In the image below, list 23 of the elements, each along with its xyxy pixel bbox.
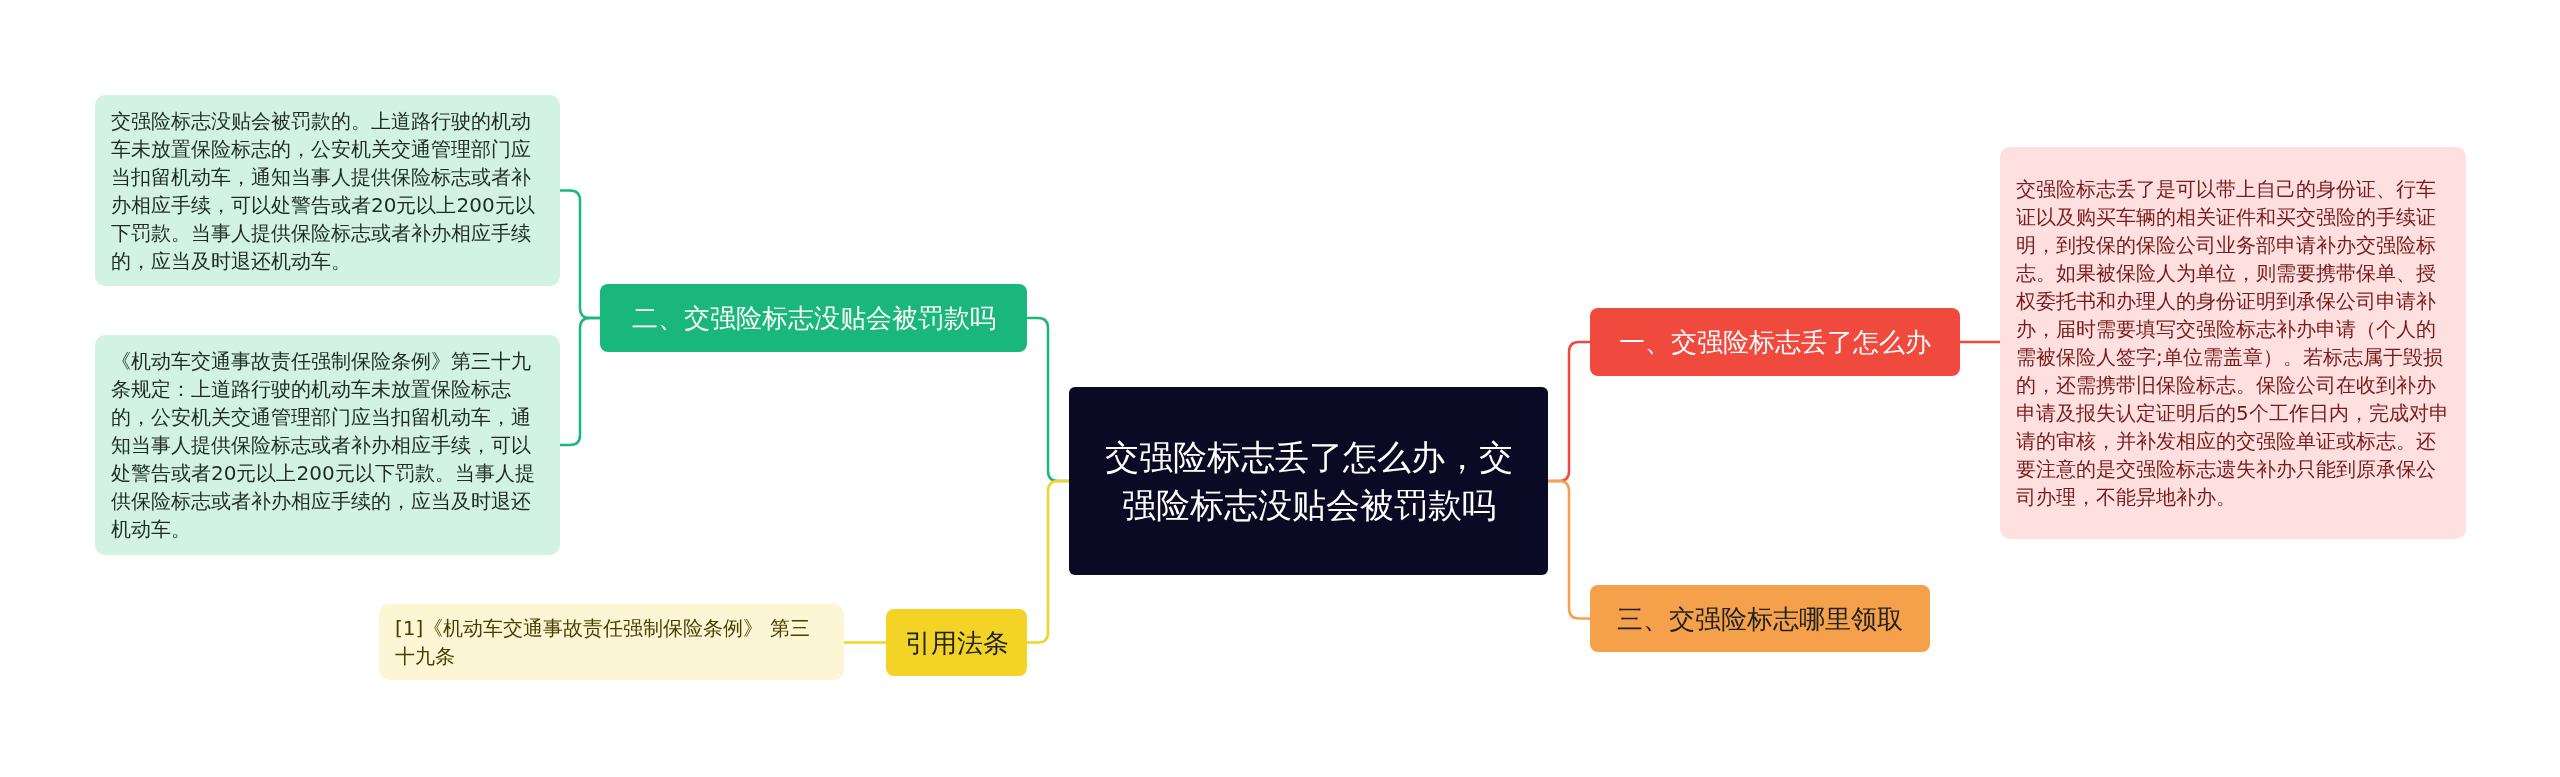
detail-card bbox=[2000, 147, 2466, 539]
branch-topic bbox=[1590, 585, 1930, 652]
connector-line bbox=[1960, 340, 2000, 344]
topic-text: 交强险标志没贴会被罚款的。上道路行驶的机动车未放置保险标志的，公安机关交通管理部门应当扣留机动车，通知当事人提供保险标志或者补办相应手续，可以处警告或者20元以上200元以下罚款。当事人提供保险标志或者补办相应手续的，应当及时退还机动车。 bbox=[111, 107, 536, 275]
topic-text: 引用法条 bbox=[904, 626, 1009, 660]
connector-line bbox=[1027, 479, 1069, 644]
topic-text: 交强险标志丢了是可以带上自己的身份证、行车证以及购买车辆的相关证件和买交强险的手续证明，到投保的保险公司业务部申请补办交强险标志。如果被保险人为单位，则需要携带保单、授权委托书和办理人的身份证明到承保公司申请补办，届时需要填写交强险标志补办申请（个人的需被保险人签字;单位需盖章）。若标志属于毁损的，还需携带旧保险标志。保险公司在收到补办申请及报失认定证明后的5个工作日内，完成对申请的审核，并补发相应的交强险单证或标志。还要注意的是交强险标志遗失补办只能到原承保公司办理，不能异地补办。 bbox=[2016, 176, 2450, 511]
connector-line bbox=[844, 641, 886, 644]
branch-topic bbox=[1590, 308, 1960, 376]
topic-text: 《机动车交通事故责任强制保险条例》第三十九条规定：上道路行驶的机动车未放置保险标志的，公安机关交通管理部门应当扣留机动车，通知当事人提供保险标志或者补办相应手续，可以处警告或者20元以上200元以下罚款。当事人提供保险标志或者补办相应手续的，应当及时退还机动车。 bbox=[111, 348, 536, 543]
branch-topic bbox=[886, 609, 1027, 676]
topic-text: [1]《机动车交通事故责任强制保险条例》 第三十九条 bbox=[395, 615, 811, 670]
topic-text: 二、交强险标志没贴会被罚款吗 bbox=[631, 302, 996, 335]
branch-topic bbox=[600, 284, 1027, 352]
reference-card bbox=[379, 604, 844, 680]
connector-line bbox=[1548, 479, 1590, 620]
topic-text: 三、交强险标志哪里领取 bbox=[1617, 602, 1903, 636]
central-topic bbox=[1069, 387, 1548, 575]
topic-text: 交强险标志丢了怎么办，交强险标志没贴会被罚款吗 bbox=[1103, 436, 1514, 527]
detail-card bbox=[95, 95, 560, 286]
detail-card bbox=[95, 335, 560, 555]
connector-line bbox=[560, 316, 600, 447]
topic-text: 一、交强险标志丢了怎么办 bbox=[1619, 326, 1931, 359]
